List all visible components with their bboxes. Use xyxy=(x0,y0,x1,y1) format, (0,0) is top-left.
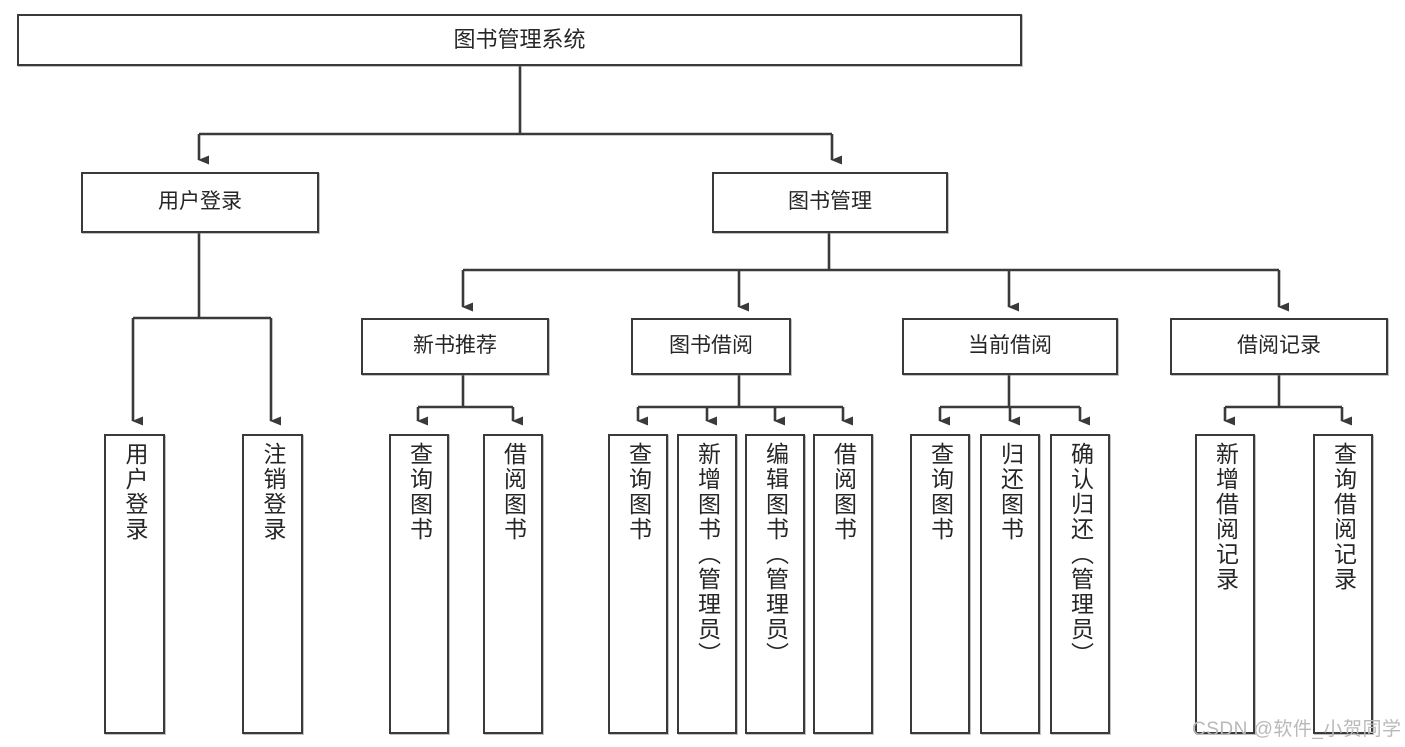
leaf-borrow-borrow-book-label: 借阅图书 xyxy=(830,442,857,542)
node-root-label: 图书管理系统 xyxy=(453,27,586,53)
leaf-current-query-book-label: 查询图书 xyxy=(927,442,954,542)
leaf-current-return-book-label: 归还图书 xyxy=(997,442,1024,542)
node-user-login[interactable]: 用户登录 xyxy=(81,172,319,233)
leaf-record-query-record-label: 查询借阅记录 xyxy=(1330,442,1357,592)
leaf-borrow-edit-book[interactable]: 编辑图书（管理员） xyxy=(745,434,805,734)
leaf-borrow-add-book-label: 新增图书（管理员） xyxy=(694,442,721,667)
leaf-borrow-add-book[interactable]: 新增图书（管理员） xyxy=(677,434,737,734)
node-new-book-recommend[interactable]: 新书推荐 xyxy=(361,318,549,375)
node-book-borrow-label: 图书借阅 xyxy=(669,334,753,358)
leaf-recommend-borrow-book[interactable]: 借阅图书 xyxy=(483,434,543,734)
leaf-recommend-borrow-book-label: 借阅图书 xyxy=(500,442,527,542)
leaf-current-confirm-return[interactable]: 确认归还（管理员） xyxy=(1050,434,1110,734)
leaf-current-confirm-return-label: 确认归还（管理员） xyxy=(1067,442,1094,667)
leaf-borrow-query-book-label: 查询图书 xyxy=(625,442,652,542)
node-current-borrow-label: 当前借阅 xyxy=(968,334,1052,358)
leaf-borrow-edit-book-label: 编辑图书（管理员） xyxy=(762,442,789,667)
node-book-manage-label: 图书管理 xyxy=(788,190,872,214)
node-current-borrow[interactable]: 当前借阅 xyxy=(902,318,1118,375)
leaf-borrow-borrow-book[interactable]: 借阅图书 xyxy=(813,434,873,734)
leaf-current-query-book[interactable]: 查询图书 xyxy=(910,434,970,734)
leaf-user-login[interactable]: 用户登录 xyxy=(104,434,165,734)
leaf-user-login-label: 用户登录 xyxy=(122,442,148,542)
node-new-book-recommend-label: 新书推荐 xyxy=(413,334,497,358)
node-borrow-record[interactable]: 借阅记录 xyxy=(1170,318,1388,375)
leaf-user-logout[interactable]: 注销登录 xyxy=(242,434,303,734)
leaf-record-query-record[interactable]: 查询借阅记录 xyxy=(1313,434,1373,734)
leaf-recommend-query-book[interactable]: 查询图书 xyxy=(389,434,449,734)
node-borrow-record-label: 借阅记录 xyxy=(1237,334,1321,358)
node-user-login-label: 用户登录 xyxy=(158,190,242,214)
leaf-record-add-record[interactable]: 新增借阅记录 xyxy=(1195,434,1255,734)
csdn-watermark: CSDN @软件_小贺同学 xyxy=(1192,719,1402,740)
node-book-borrow[interactable]: 图书借阅 xyxy=(631,318,791,375)
leaf-borrow-query-book[interactable]: 查询图书 xyxy=(608,434,668,734)
node-book-manage[interactable]: 图书管理 xyxy=(712,172,948,233)
leaf-recommend-query-book-label: 查询图书 xyxy=(406,442,433,542)
leaf-user-logout-label: 注销登录 xyxy=(260,442,286,542)
node-root[interactable]: 图书管理系统 xyxy=(17,14,1022,66)
leaf-record-add-record-label: 新增借阅记录 xyxy=(1212,442,1239,592)
leaf-current-return-book[interactable]: 归还图书 xyxy=(980,434,1040,734)
